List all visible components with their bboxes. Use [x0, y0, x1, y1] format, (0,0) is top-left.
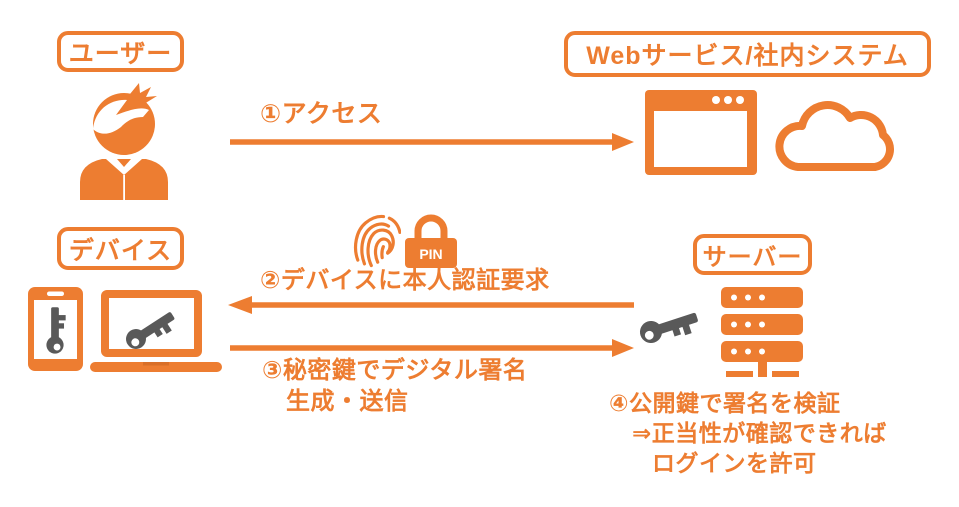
pin-lock-icon: PIN: [405, 214, 457, 268]
web-service-node-label: Webサービス/社内システム: [564, 31, 931, 77]
server-rack-icon: [721, 287, 803, 377]
user-node-label: ユーザー: [57, 31, 184, 72]
step4-label: ④公開鍵で署名を検証 ⇒正当性が確認できれば ログインを許可: [609, 388, 887, 478]
web-service-label-text: Webサービス/社内システム: [586, 42, 909, 70]
person-icon: [80, 83, 168, 200]
fingerprint-icon: [354, 214, 401, 268]
step1-label: ①アクセス: [260, 100, 383, 128]
step4-line3: ログインを許可: [652, 450, 817, 476]
step2-label: ②デバイスに本人認証要求: [260, 267, 550, 294]
step3-line2: 生成・送信: [286, 388, 409, 415]
browser-window-icon: [645, 90, 757, 175]
cloud-icon: [775, 101, 894, 171]
smartphone-icon: [28, 287, 83, 371]
step4-line1: ④公開鍵で署名を検証: [609, 390, 841, 416]
step4-line2: ⇒正当性が確認できれば: [632, 420, 887, 446]
device-label-text: デバイス: [68, 236, 173, 265]
step3-label: ③秘密鍵でデジタル署名 生成・送信: [262, 355, 527, 417]
arrow-right-step3: [230, 339, 634, 357]
device-node-label: デバイス: [57, 227, 184, 270]
step3-line1: ③秘密鍵でデジタル署名: [262, 357, 528, 384]
server-label-text: サーバー: [702, 244, 803, 271]
pin-lock-text: PIN: [419, 246, 442, 262]
user-label-text: ユーザー: [68, 39, 173, 68]
arrow-right-step1: [230, 133, 634, 151]
laptop-icon: [90, 290, 222, 372]
server-key-icon: [637, 306, 702, 348]
server-node-label: サーバー: [693, 234, 812, 275]
arrow-left-step2: [228, 296, 634, 314]
